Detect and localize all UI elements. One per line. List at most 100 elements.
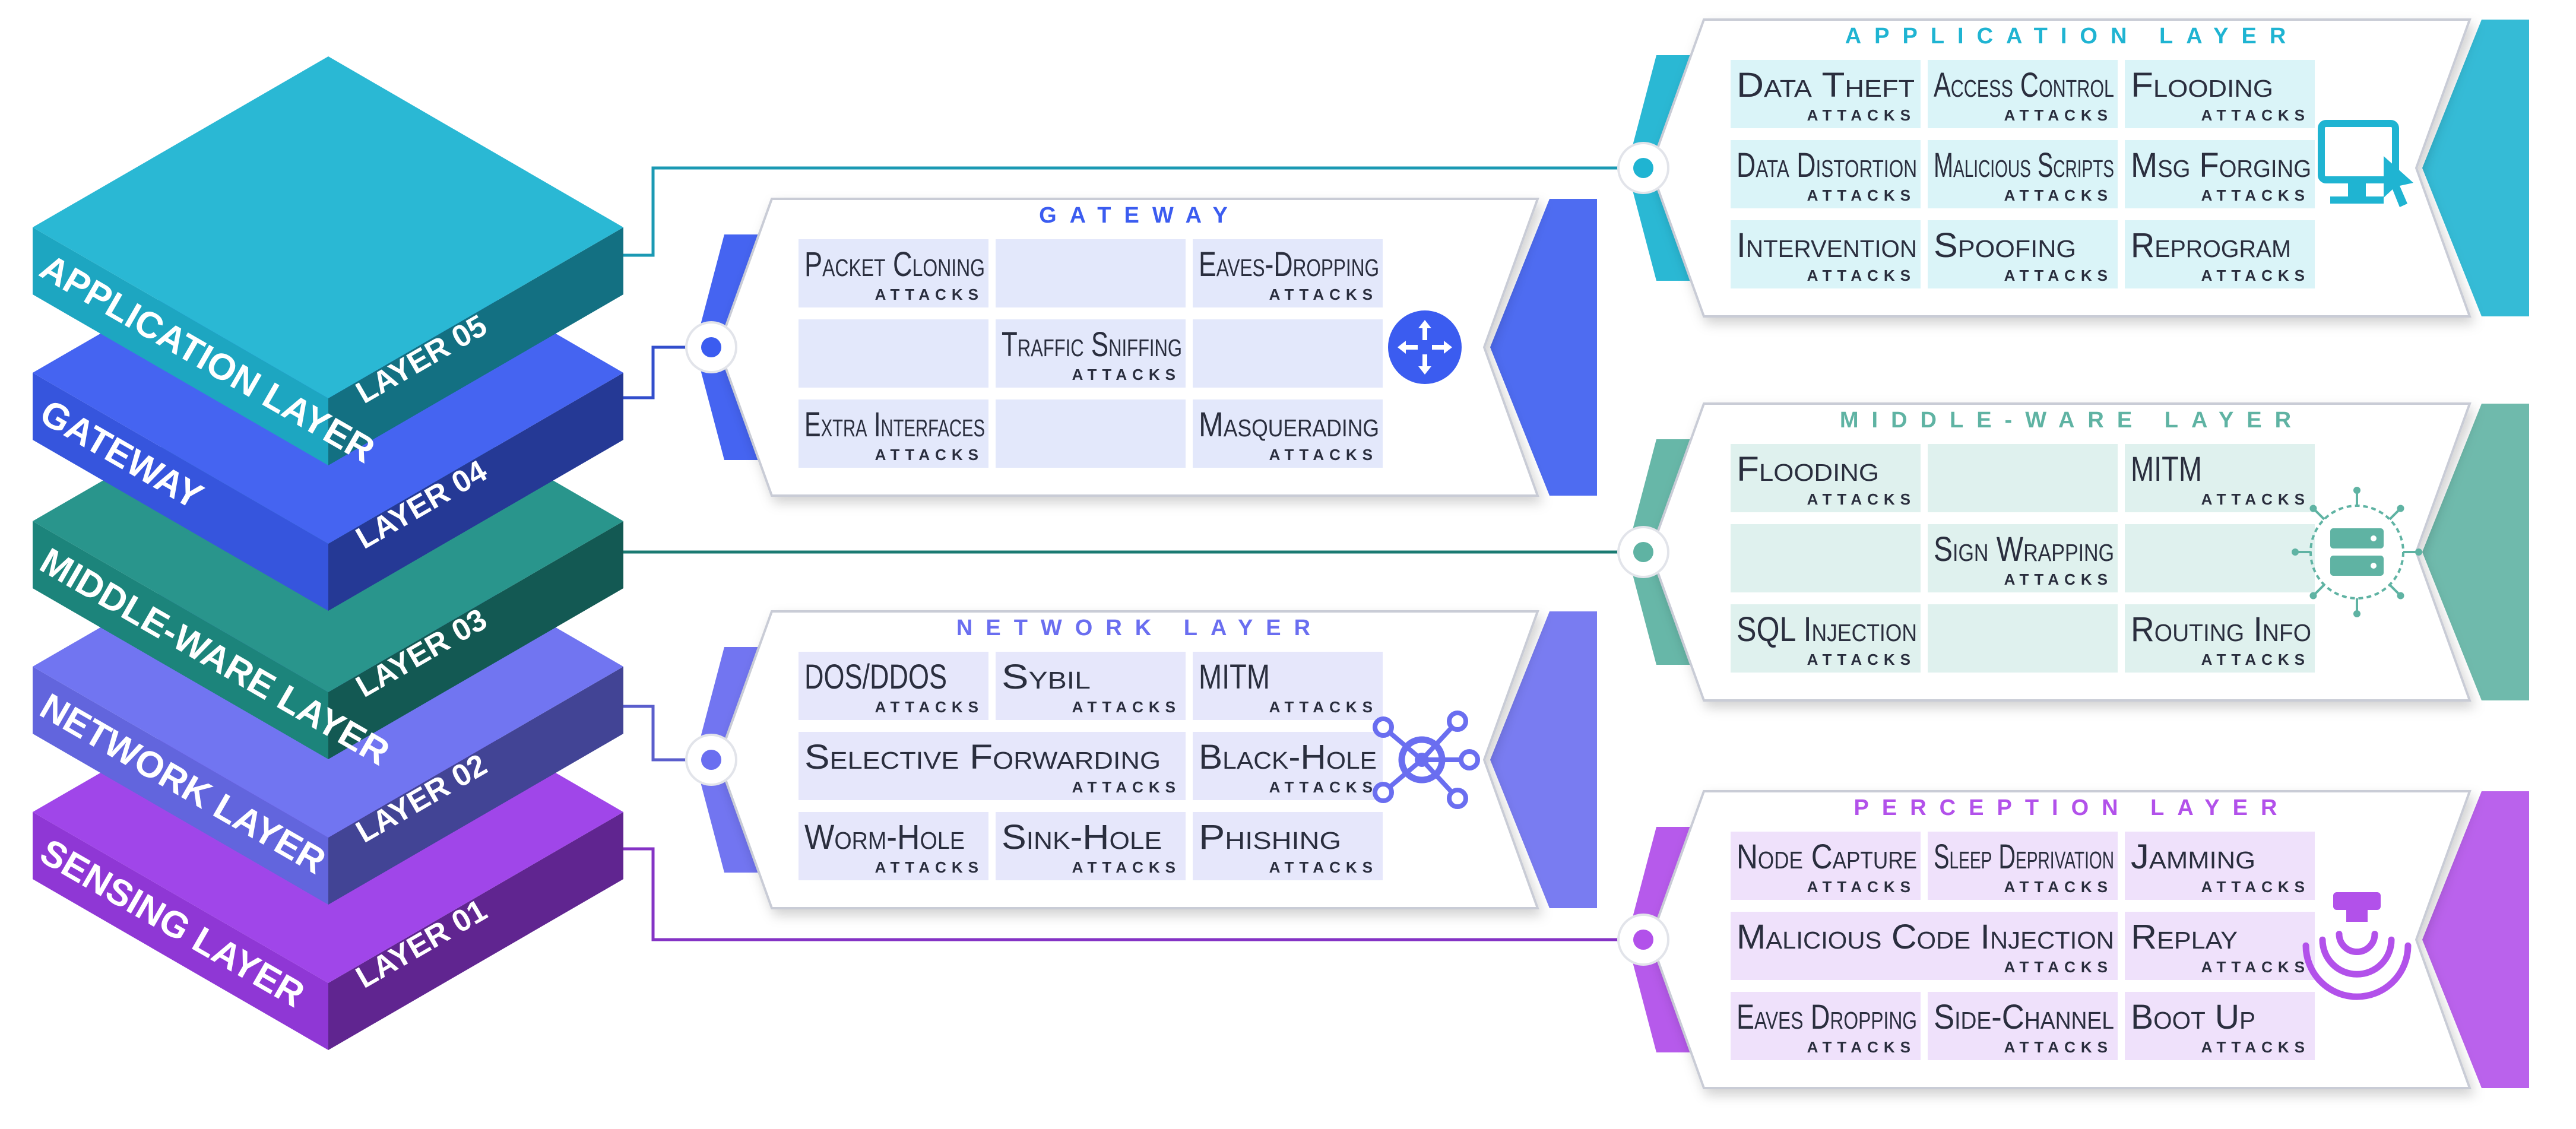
attack-cell-bg [1193, 239, 1383, 307]
attack-name: Routing Info [2131, 610, 2311, 649]
attack-cell-bg [799, 399, 988, 468]
attack-cell-bg [2125, 140, 2315, 208]
attack-cell-bg [2125, 604, 2315, 673]
attack-cell-bg [1928, 992, 2118, 1060]
attack-cell-bg [1928, 524, 2118, 592]
attack-cell-bg [1193, 652, 1383, 720]
attack-sub-label: ATTACKS [1807, 186, 1916, 204]
panel-network: NETWORK LAYERDOS/DDOSATTACKSSybilATTACKS… [685, 610, 1597, 909]
panel-right-chevron [1490, 611, 1597, 908]
attack-sub-label: ATTACKS [875, 446, 984, 464]
attack-sub-label: ATTACKS [2004, 878, 2113, 896]
attack-cell-bg [799, 319, 988, 388]
attack-sub-label: ATTACKS [875, 858, 984, 876]
attack-name: Packet Cloning [804, 245, 985, 284]
attack-cell-bg [1731, 444, 1921, 512]
stack-left-face [33, 521, 328, 759]
attack-name: Reprogram [2131, 226, 2291, 265]
attack-cell-bg [1731, 140, 1921, 208]
attack-name: Flooding [1737, 450, 1879, 489]
connector-perception [623, 847, 1618, 941]
attack-cell-bg [1731, 604, 1921, 673]
attack-name: Worm-Hole [804, 818, 965, 857]
panel-connector-dot [1633, 930, 1653, 950]
connector-lines [623, 166, 1618, 941]
stack-right-face [328, 667, 623, 905]
attack-sub-label: ATTACKS [2201, 267, 2310, 284]
panel-right-chevron [2422, 791, 2529, 1088]
stack-left-face [33, 667, 328, 905]
panel-title: GATEWAY [1039, 203, 1241, 228]
attack-name: Spoofing [1934, 226, 2076, 265]
attack-name: Node Capture [1737, 838, 1917, 876]
attack-sub-label: ATTACKS [1807, 1038, 1916, 1056]
attack-cell-bg [1928, 60, 2118, 128]
attack-cell [1928, 444, 2118, 512]
attack-cell [2125, 524, 2315, 592]
attack-name: Side-Channel [1934, 998, 2114, 1036]
attack-name: Boot Up [2131, 998, 2255, 1036]
attack-name: Jamming [2131, 838, 2255, 876]
panel-right-chevron [1490, 199, 1597, 496]
attack-cell-bg [1731, 524, 1921, 592]
attack-cell-bg [1928, 140, 2118, 208]
attack-name: Eaves-Dropping [1199, 245, 1379, 284]
attack-sub-label: ATTACKS [2201, 651, 2310, 668]
attack-cell [799, 319, 988, 388]
stack-left-face [33, 227, 328, 465]
stack-left-face [33, 812, 328, 1050]
panel-connector-dot [1633, 158, 1653, 178]
attack-name: MITM [1199, 658, 1270, 696]
attack-sub-label: ATTACKS [1269, 778, 1378, 796]
attack-sub-label: ATTACKS [1269, 698, 1378, 716]
attack-name: Sybil [1002, 658, 1091, 696]
attack-name: Data Theft [1737, 66, 1915, 104]
attack-sub-label: ATTACKS [2004, 570, 2113, 588]
panel-connector-dot [1633, 542, 1653, 562]
attack-name: DOS/DDOS [804, 658, 947, 696]
attack-cell-bg [996, 652, 1186, 720]
attack-sub-label: ATTACKS [2004, 958, 2113, 976]
panel-connector-dot [701, 337, 721, 357]
panel-title: APPLICATION LAYER [1845, 24, 2299, 49]
connector-application [623, 166, 1618, 257]
attack-name: Malicious Code Injection [1737, 918, 2114, 956]
attack-sub-label: ATTACKS [1269, 858, 1378, 876]
attack-cell [1193, 319, 1383, 388]
attack-cell-bg [1731, 832, 1921, 900]
attack-cell-bg [1193, 732, 1383, 800]
attack-name: Flooding [2131, 66, 2273, 104]
attack-cell-bg [1731, 992, 1921, 1060]
panel-right-chevron [2422, 404, 2529, 700]
attack-sub-label: ATTACKS [2201, 106, 2310, 124]
attack-cell-bg [2125, 992, 2315, 1060]
attack-cell-bg [1928, 832, 2118, 900]
attack-cell-bg [1193, 319, 1383, 388]
panel-title: MIDDLE-WARE LAYER [1840, 408, 2304, 433]
attack-name: Masquerading [1199, 405, 1379, 444]
attack-cell-bg [996, 812, 1186, 880]
attack-cell [1731, 524, 1921, 592]
attack-cell [1928, 604, 2118, 673]
attack-name: Data Distortion [1737, 146, 1917, 185]
attack-cell-bg [799, 812, 988, 880]
attack-name: Black-Hole [1199, 738, 1377, 776]
